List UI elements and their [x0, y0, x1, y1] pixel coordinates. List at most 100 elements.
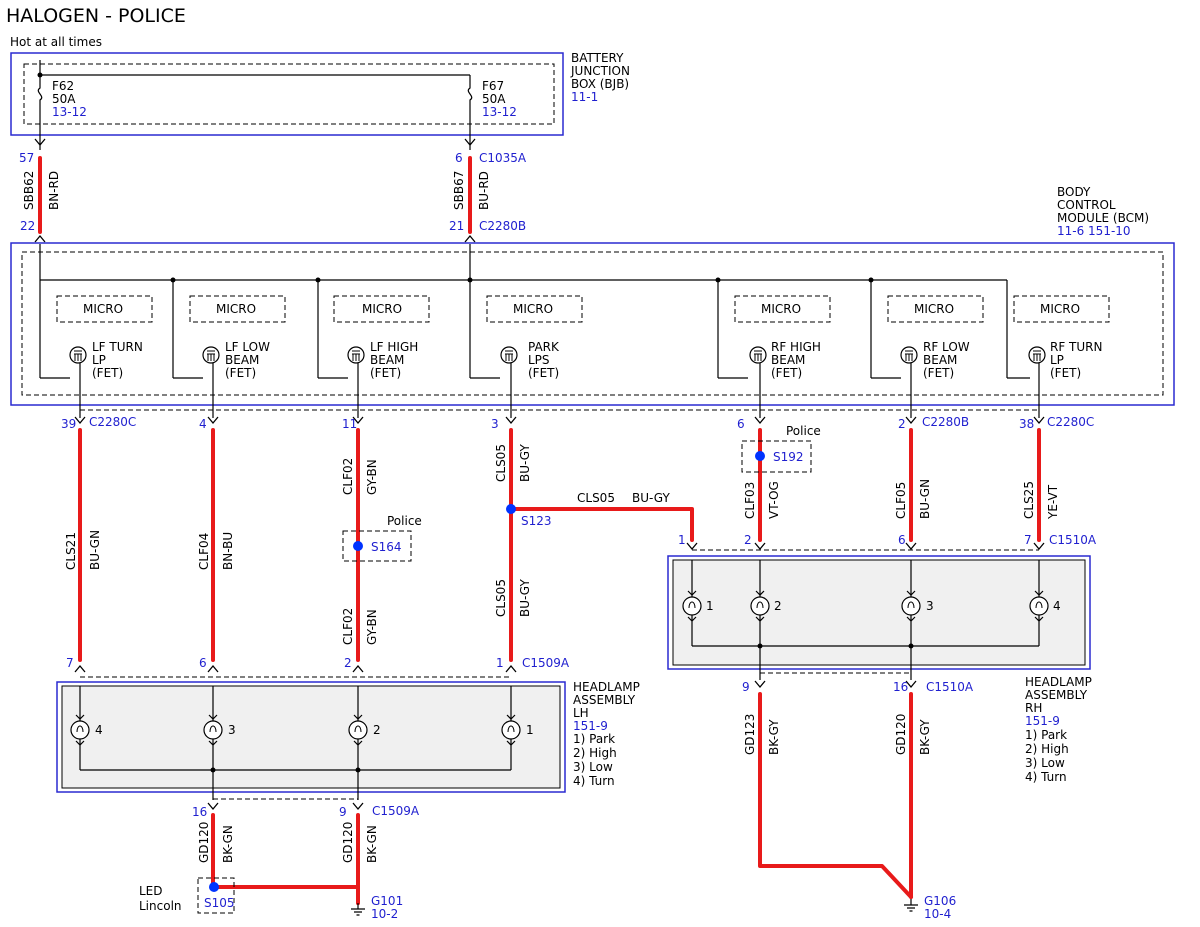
- diagram-title: HALOGEN - POLICE: [6, 5, 186, 27]
- rh-input-pin-7: 7: [1024, 533, 1032, 547]
- splice-s164-label[interactable]: S164: [371, 540, 402, 554]
- wire-cls05-upper-color: BU-GY: [518, 444, 532, 482]
- bcm-ref[interactable]: 11-6 151-10: [1057, 224, 1131, 238]
- wire-gd120-lh-right-color: BK-GN: [365, 825, 379, 863]
- ground-g106-ref[interactable]: 10-4: [924, 907, 951, 921]
- battery-junction-box: F62 50A 13-12 F67 50A 13-12 BATTERY JUNC…: [10, 51, 630, 150]
- driver-rf-turn-line1: RF TURN: [1050, 340, 1102, 354]
- lh-name-line1: HEADLAMP: [573, 680, 640, 694]
- splice-s164-icon: [353, 541, 363, 551]
- wire-gd123-color: BK-GY: [767, 719, 781, 755]
- driver-rf-turn-line3: (FET): [1050, 366, 1081, 380]
- bcm-connector-c2280c-right[interactable]: C2280C: [1047, 415, 1094, 429]
- rh-legend-turn: 4) Turn: [1025, 770, 1067, 784]
- bjb-name-line1: BATTERY: [571, 51, 624, 65]
- feed-sbb62-circuit: SBB62: [22, 171, 36, 210]
- wire-gd120-rh-circuit: GD120: [894, 714, 908, 755]
- lh-name-line2: ASSEMBLY: [573, 693, 636, 707]
- lh-bulb-4-label: 4: [95, 723, 103, 737]
- splice-s123-label[interactable]: S123: [521, 514, 552, 528]
- micro-label-1: MICRO: [83, 302, 123, 316]
- wire-cls05-horizontal-color: BU-GY: [632, 491, 670, 505]
- splice-s164-note: Police: [387, 514, 422, 528]
- fuse-f67-ref[interactable]: 13-12: [482, 105, 517, 119]
- rh-input-pin-2: 2: [744, 533, 752, 547]
- driver-lf-low-line1: LF LOW: [225, 340, 270, 354]
- rh-ref[interactable]: 151-9: [1025, 714, 1060, 728]
- feed-sbb67-connector-bottom[interactable]: C2280B: [479, 219, 526, 233]
- rh-name-line1: HEADLAMP: [1025, 675, 1092, 689]
- micro-label-7: MICRO: [1040, 302, 1080, 316]
- fet-icon: [749, 346, 767, 364]
- lh-input-connector[interactable]: C1509A: [522, 656, 570, 670]
- lh-legend-low: 3) Low: [573, 760, 613, 774]
- fet-icon: [202, 346, 220, 364]
- wire-clf02-lower-circuit: CLF02: [341, 608, 355, 645]
- driver-lf-low-line3: (FET): [225, 366, 256, 380]
- fet-icon: [347, 346, 365, 364]
- driver-rf-high-line2: BEAM: [771, 353, 805, 367]
- bjb-ref[interactable]: 11-1: [571, 90, 598, 104]
- lh-output-pin-9: 9: [339, 805, 347, 819]
- bcm-pin-4: 4: [199, 417, 207, 431]
- feed-sbb67-pin-top: 6: [455, 151, 463, 165]
- driver-park-line2: LPS: [528, 353, 550, 367]
- wire-cls25-color: YE-VT: [1046, 484, 1060, 520]
- ground-g106-label[interactable]: G106: [924, 894, 956, 908]
- rh-bulb-4-label: 4: [1053, 599, 1061, 613]
- feed-sbb62-pin-top: 57: [19, 151, 34, 165]
- splice-s192-label[interactable]: S192: [773, 450, 804, 464]
- wire-gd120-rh-color: BK-GY: [918, 719, 932, 755]
- feed-sbb67-circuit: SBB67: [452, 171, 466, 210]
- wire-clf03-circuit: CLF03: [743, 482, 757, 519]
- bcm-connector-c2280c-left[interactable]: C2280C: [89, 415, 136, 429]
- driver-park-line3: (FET): [528, 366, 559, 380]
- rh-bulb-1-label: 1: [706, 599, 714, 613]
- feed-sbb67-color: BU-RD: [477, 171, 491, 210]
- driver-rf-turn-line2: LP: [1050, 353, 1064, 367]
- rh-legend-park: 1) Park: [1025, 728, 1067, 742]
- wire-cls05-lower-circuit: CLS05: [494, 579, 508, 617]
- fet-icon: [69, 346, 87, 364]
- lh-name-line3: LH: [573, 706, 589, 720]
- fet-icon: [900, 346, 918, 364]
- headlamp-assembly-lh: 7 6 2 1 C1509A 4 3 2 1 HEADLAMP ASSEMBLY…: [56, 656, 640, 819]
- splice-s105-label[interactable]: S105: [204, 896, 235, 910]
- bcm-pin-6: 6: [737, 417, 745, 431]
- ground-g101-ref[interactable]: 10-2: [371, 907, 398, 921]
- driver-rf-low-line1: RF LOW: [923, 340, 970, 354]
- ground-g101-label[interactable]: G101: [371, 894, 403, 908]
- fuse-f62-rating: 50A: [52, 92, 76, 106]
- splice-s105-note-line1: LED: [139, 884, 163, 898]
- bcm-pin-2: 2: [898, 417, 906, 431]
- ground-icon: [903, 898, 919, 912]
- lh-legend-turn: 4) Turn: [573, 774, 615, 788]
- bcm-name-line2: CONTROL: [1057, 198, 1116, 212]
- rh-bulb-2-label: 2: [774, 599, 782, 613]
- feed-sbb67-connector-top[interactable]: C1035A: [479, 151, 527, 165]
- fuse-f62-name: F62: [52, 79, 74, 93]
- feed-sbb62-color: BN-RD: [47, 171, 61, 210]
- driver-lf-turn-line2: LP: [92, 353, 106, 367]
- bjb-name-line2: JUNCTION: [570, 64, 630, 78]
- wire-labels: CLS21 BU-GN CLF04 BN-BU CLF02 GY-BN CLF0…: [64, 444, 1060, 863]
- wire-clf04-circuit: CLF04: [197, 533, 211, 570]
- splice-s105-icon: [209, 882, 219, 892]
- rh-output-pin-16: 16: [893, 680, 908, 694]
- lh-ref[interactable]: 151-9: [573, 719, 608, 733]
- bcm-connector-c2280b[interactable]: C2280B: [922, 415, 969, 429]
- micro-label-4: MICRO: [513, 302, 553, 316]
- wire-cls05-upper-circuit: CLS05: [494, 444, 508, 482]
- lh-bulb-1-label: 1: [526, 723, 534, 737]
- wire-cls21-color: BU-GN: [88, 530, 102, 570]
- wire-cls05-horizontal-circuit: CLS05: [577, 491, 615, 505]
- lh-output-connector[interactable]: C1509A: [372, 804, 420, 818]
- wire-gd120-lh-left-circuit: GD120: [197, 822, 211, 863]
- wire-gd120-lh-right-circuit: GD120: [341, 822, 355, 863]
- fuse-f62-ref[interactable]: 13-12: [52, 105, 87, 119]
- rh-output-connector[interactable]: C1510A: [926, 680, 974, 694]
- rh-input-connector[interactable]: C1510A: [1049, 533, 1097, 547]
- fuse-f67-name: F67: [482, 79, 504, 93]
- driver-rf-low-line3: (FET): [923, 366, 954, 380]
- rh-legend-low: 3) Low: [1025, 756, 1065, 770]
